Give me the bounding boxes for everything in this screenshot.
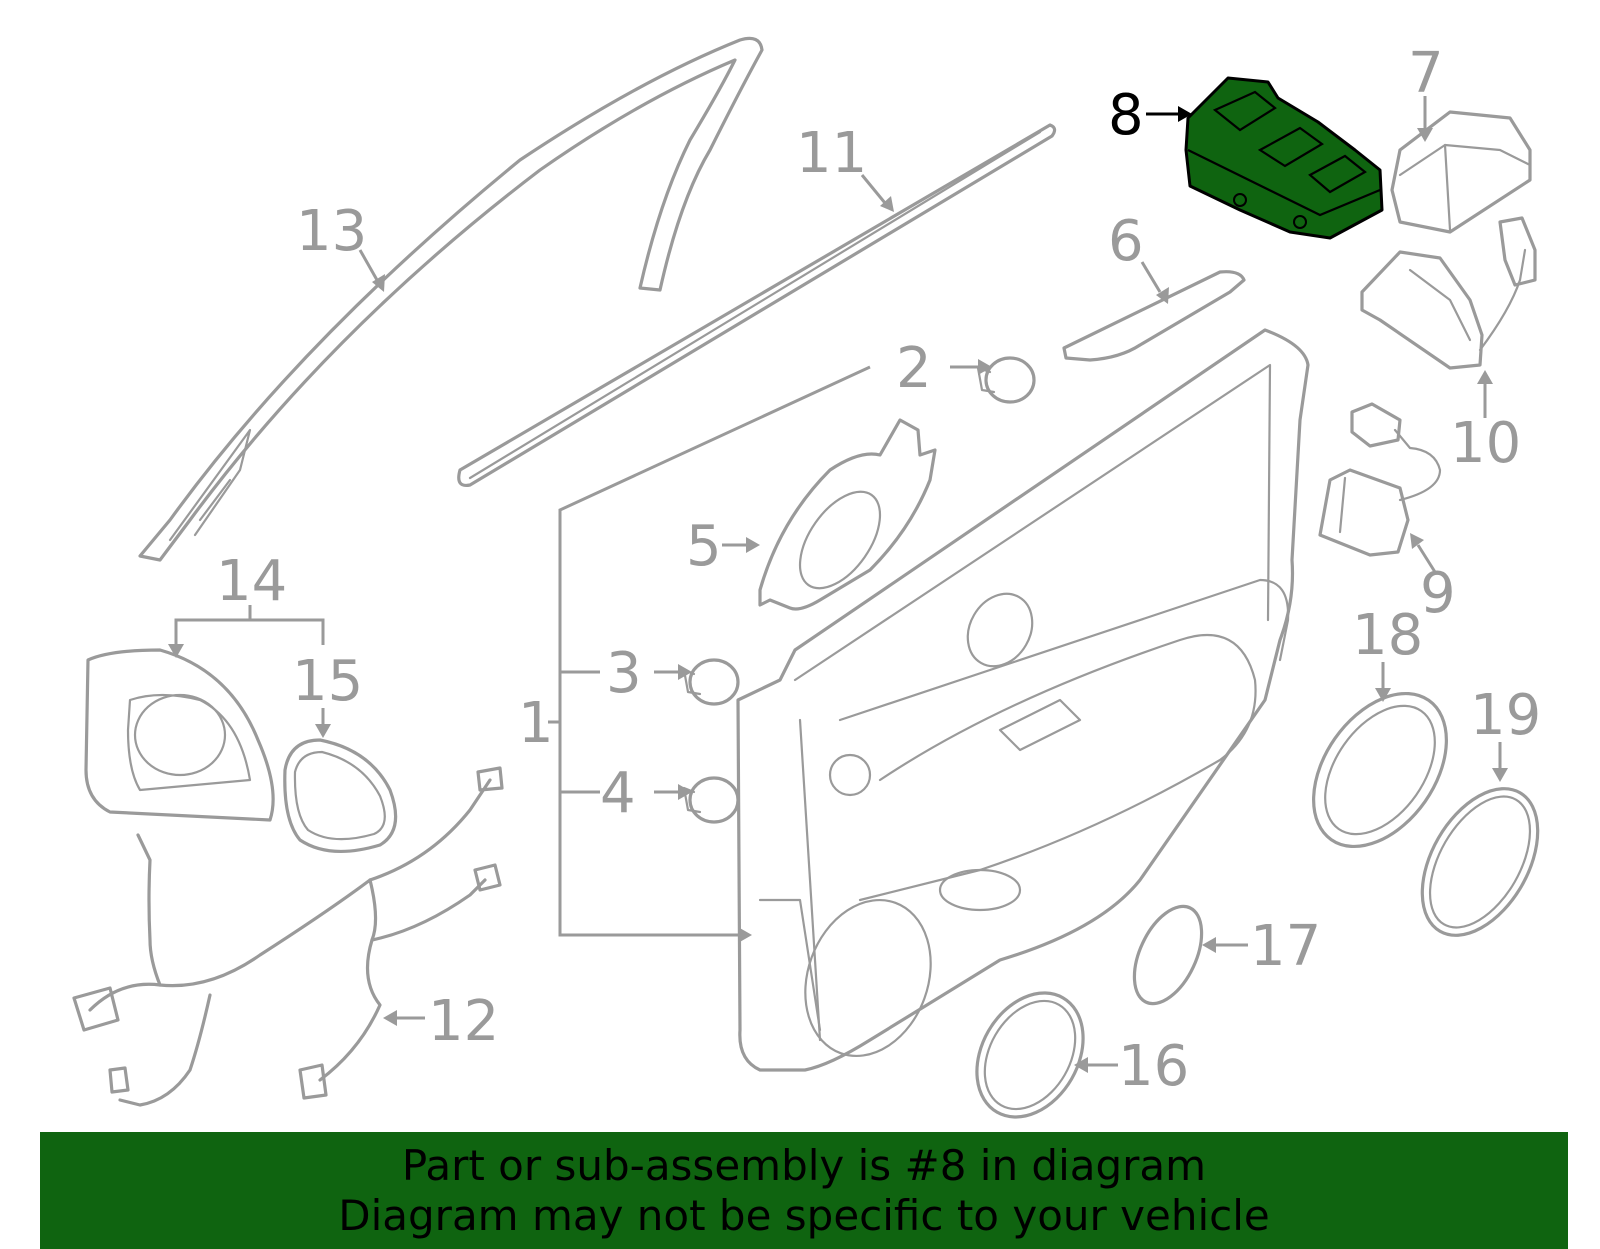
part-14-corner-cover[interactable] xyxy=(84,648,275,822)
part-17-speaker-grille[interactable] xyxy=(1121,896,1216,1014)
part-15-cover-seal[interactable] xyxy=(283,738,398,853)
callout-16: 16 xyxy=(1118,1034,1189,1099)
leader-lines xyxy=(168,96,1508,1073)
callout-15: 15 xyxy=(292,649,363,714)
callout-12: 12 xyxy=(428,989,499,1054)
callout-1: 1 xyxy=(518,691,554,756)
part-4-clip[interactable] xyxy=(682,776,740,824)
callout-18: 18 xyxy=(1352,603,1423,668)
callout-9: 9 xyxy=(1420,561,1456,626)
banner-line-disclaimer: Diagram may not be specific to your vehi… xyxy=(338,1190,1270,1240)
part-11-belt-weatherstrip[interactable] xyxy=(457,123,1057,488)
callout-10: 10 xyxy=(1450,411,1521,476)
callout-11: 11 xyxy=(796,121,867,186)
part-19-speaker-ring[interactable] xyxy=(1398,769,1561,956)
part-16-speaker-ring[interactable] xyxy=(955,974,1104,1136)
part-9-switch[interactable] xyxy=(1318,402,1442,557)
part-5-inside-handle[interactable] xyxy=(758,418,937,611)
part-18-speaker[interactable] xyxy=(1286,669,1474,871)
callout-labels: 1 2 3 4 5 6 7 8 9 10 11 12 13 14 15 16 1… xyxy=(216,41,1541,1099)
part-8-master-window-switch[interactable] xyxy=(1184,76,1384,240)
callout-5: 5 xyxy=(686,514,722,579)
callout-8: 8 xyxy=(1108,83,1144,148)
part-3-clip[interactable] xyxy=(682,658,740,706)
callout-3: 3 xyxy=(606,641,642,706)
callout-17: 17 xyxy=(1250,914,1321,979)
part-1-door-trim-panel[interactable] xyxy=(736,328,1310,1074)
part-7-window-switch[interactable] xyxy=(1390,110,1532,234)
callout-2: 2 xyxy=(896,336,932,401)
part-6-trim-strip[interactable] xyxy=(1062,270,1246,362)
part-10-switch-with-harness[interactable] xyxy=(1360,216,1537,370)
callout-19: 19 xyxy=(1470,683,1541,748)
callout-6: 6 xyxy=(1108,209,1144,274)
part-12-wiring-harness[interactable] xyxy=(72,766,504,1107)
callout-13: 13 xyxy=(296,199,367,264)
banner-line-part-number: Part or sub-assembly is #8 in diagram xyxy=(401,1140,1207,1190)
part-info-banner: Part or sub-assembly is #8 in diagram Di… xyxy=(40,1132,1568,1249)
callout-4: 4 xyxy=(600,761,636,826)
callout-14: 14 xyxy=(216,549,287,614)
part-13-window-frame[interactable] xyxy=(138,36,764,562)
callout-7: 7 xyxy=(1408,41,1444,106)
